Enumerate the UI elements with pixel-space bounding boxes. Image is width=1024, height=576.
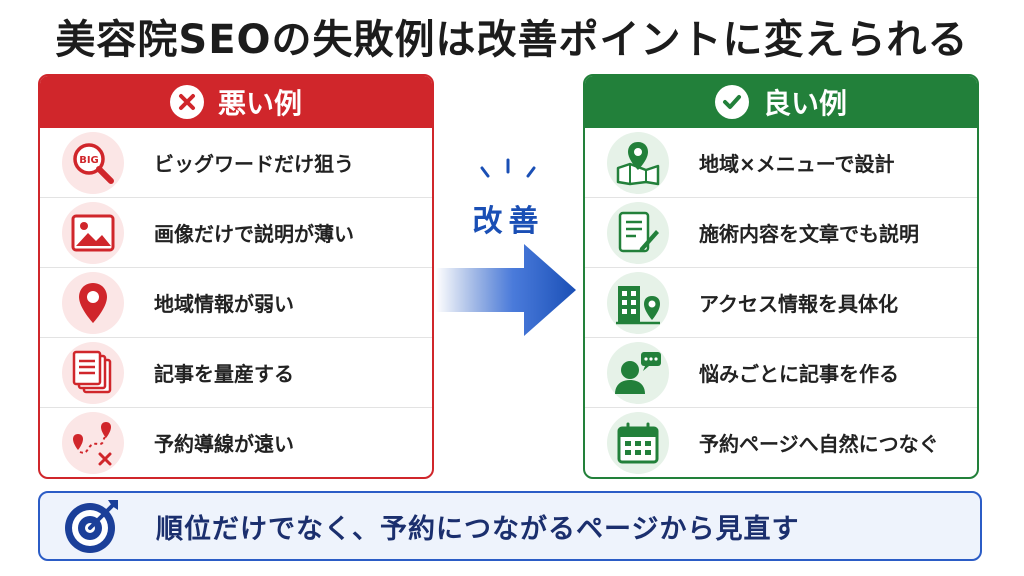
page-title: 美容院SEOの失敗例は改善ポイントに変えられる — [55, 17, 969, 63]
bad-item: BIG ビッグワードだけ狙う — [40, 128, 432, 197]
right-arrow-icon — [436, 244, 576, 336]
document-pen-icon — [607, 201, 669, 264]
person-chat-icon — [607, 341, 669, 404]
bad-panel-header: 悪い例 — [40, 76, 432, 128]
image-icon — [62, 201, 124, 264]
good-examples-panel: 良い例 地域×メニューで設計 — [583, 74, 979, 479]
summary-text: 順位だけでなく、予約につながるページから見直す — [156, 513, 800, 545]
good-panel-header: 良い例 — [585, 76, 977, 128]
improvement-arrow-area: 改善 — [434, 150, 583, 350]
bad-item-text: ビッグワードだけ狙う — [154, 152, 354, 176]
good-item: 予約ページへ自然につなぐ — [585, 407, 977, 477]
good-item-text: 地域×メニューで設計 — [699, 152, 895, 176]
bad-item: 地域情報が弱い — [40, 267, 432, 337]
good-item-text: 施術内容を文章でも説明 — [699, 222, 919, 246]
map-pin-icon — [62, 271, 124, 334]
bad-item-text: 記事を量産する — [154, 362, 294, 386]
document-stack-icon — [62, 341, 124, 404]
good-item-text: 悩みごとに記事を作る — [699, 362, 899, 386]
good-item: 施術内容を文章でも説明 — [585, 197, 977, 267]
cross-icon — [169, 85, 204, 119]
route-icon — [62, 411, 124, 474]
target-icon — [62, 496, 122, 556]
bad-item-text: 地域情報が弱い — [154, 292, 294, 316]
good-item: 悩みごとに記事を作る — [585, 337, 977, 407]
map-location-icon — [607, 131, 669, 194]
bad-item-text: 画像だけで説明が薄い — [154, 222, 354, 246]
big-label: BIG — [79, 155, 99, 166]
bad-item: 記事を量産する — [40, 337, 432, 407]
good-item: アクセス情報を具体化 — [585, 267, 977, 337]
bad-item: 画像だけで説明が薄い — [40, 197, 432, 267]
building-pin-icon — [607, 271, 669, 334]
calendar-icon — [607, 411, 669, 474]
sparkle-icon — [480, 158, 536, 178]
good-item: 地域×メニューで設計 — [585, 128, 977, 197]
bad-item: 予約導線が遠い — [40, 407, 432, 477]
improvement-label: 改善 — [472, 204, 545, 239]
big-keyword-magnifier-icon: BIG — [62, 131, 124, 194]
bad-examples-panel: 悪い例 BIG ビッグワードだけ狙う 画像だけで説明が薄い — [38, 74, 434, 479]
bad-item-text: 予約導線が遠い — [154, 432, 294, 456]
good-panel-title: 良い例 — [762, 87, 847, 120]
check-icon — [714, 85, 749, 119]
summary-banner: 順位だけでなく、予約につながるページから見直す — [38, 491, 982, 561]
bad-panel-title: 悪い例 — [217, 87, 302, 120]
good-item-text: 予約ページへ自然につなぐ — [699, 432, 939, 456]
good-item-text: アクセス情報を具体化 — [699, 292, 898, 316]
